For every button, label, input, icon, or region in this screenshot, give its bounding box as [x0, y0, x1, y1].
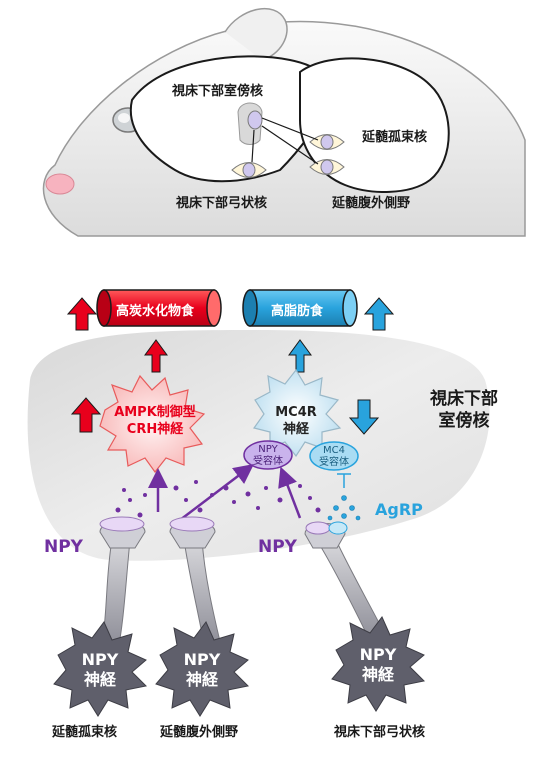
mc4r-neuron-label: MC4R 神経	[275, 405, 317, 437]
nts-marker	[320, 134, 334, 150]
arc-brain-label: 視床下部弓状核	[176, 196, 268, 211]
nts-origin-label: 延髄孤束核	[52, 725, 118, 740]
npy-neuron-nts	[53, 621, 148, 717]
brain-region-markers	[231, 102, 345, 178]
npy-receptor	[243, 440, 293, 470]
npy-label-right: NPY	[258, 537, 297, 557]
npy-neuron-nts-label: NPY 神経	[81, 650, 119, 689]
crh-neuron	[99, 374, 206, 474]
agrp-inhibition-mark	[337, 473, 351, 488]
mc4r-neuron	[252, 368, 342, 458]
fat-food-cylinder	[242, 289, 358, 327]
npy-arrow-to-receptor	[278, 466, 302, 519]
npy-receptor-label: NPY 受容体	[253, 444, 283, 467]
pvn-region-label: 視床下部 室傍核	[430, 389, 498, 431]
arc-pvn-link	[251, 129, 255, 163]
agrp-label: AgRP	[375, 500, 423, 519]
crh-neuron-label: AMPK制御型 CRH神経	[114, 405, 196, 437]
vlm-pvn-link	[261, 125, 319, 165]
npy-neuron-vlm	[155, 621, 250, 717]
fat-food-label: 高脂肪食	[271, 304, 324, 319]
mc4-receptor-label: MC4 受容体	[319, 445, 349, 468]
npy-neuron-arc	[331, 616, 426, 712]
axon-terminals	[99, 516, 348, 549]
npy-neuron-vlm-label: NPY 神経	[183, 650, 221, 689]
pvn-brain-label: 視床下部室傍核	[172, 84, 264, 99]
mc4r-inhibition-arrow	[348, 399, 380, 435]
brain-outline	[129, 55, 450, 193]
fat-increase-arrow	[363, 297, 395, 331]
carb-food-label: 高炭水化物食	[116, 304, 195, 319]
carb-food-cylinder	[96, 289, 222, 327]
carb-increase-arrow	[66, 297, 98, 331]
arc-origin-label: 視床下部弓状核	[334, 725, 426, 740]
vlm-brain-label: 延髄腹外側野	[332, 196, 411, 211]
nts-brain-label: 延髄孤束核	[362, 130, 428, 145]
npy-neuron-arc-label: NPY 神経	[359, 645, 397, 684]
crh-to-carb-arrow	[144, 339, 168, 373]
arc-marker	[242, 162, 256, 178]
pvn-marker	[247, 110, 263, 130]
nts-pvn-link	[261, 117, 319, 141]
crh-activation-arrow	[70, 397, 102, 433]
vlm-marker	[320, 159, 334, 175]
mc4r-to-fat-arrow	[288, 339, 312, 373]
mouse-nose	[45, 173, 75, 195]
vlm-origin-label: 延髄腹外側野	[160, 725, 239, 740]
npy-label-left: NPY	[44, 537, 83, 557]
mc4-receptor	[309, 441, 359, 471]
agrp-vesicles	[327, 495, 361, 521]
